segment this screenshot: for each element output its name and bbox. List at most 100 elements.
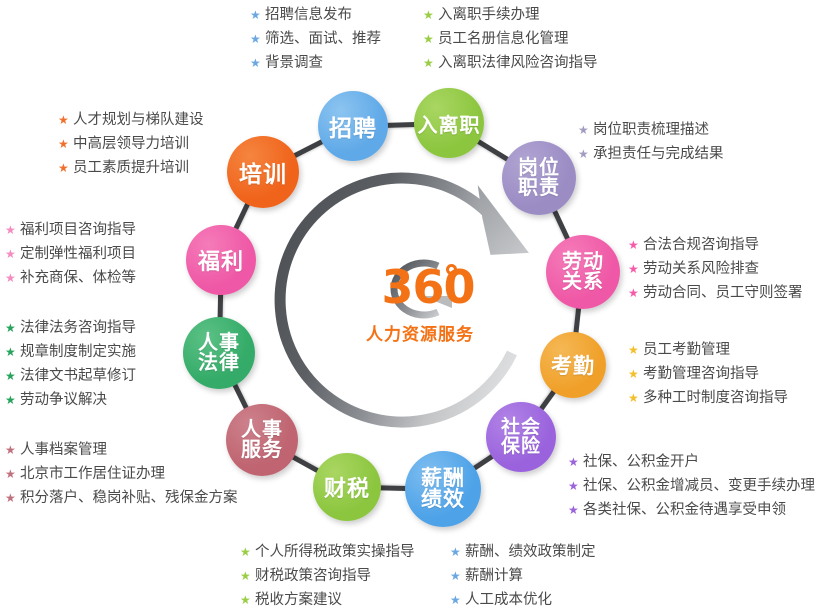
callout-item: ★各类社保、公积金待遇享受申领: [568, 500, 815, 521]
callout-item-label: 劳动争议解决: [20, 392, 107, 408]
callout-item: ★定制弹性福利项目: [5, 244, 136, 265]
callout-item: ★法律文书起草修订: [5, 366, 136, 387]
star-icon: ★: [628, 343, 639, 357]
node-label-line: 培训: [239, 161, 287, 187]
callout-item: ★薪酬计算: [450, 566, 596, 587]
callout-item: ★ 筛选、面试、推荐: [250, 29, 381, 50]
callout-item-label: 社保、公积金增减员、变更手续办理: [583, 478, 815, 494]
node-label-line: 考勤: [551, 355, 595, 378]
star-icon: ★: [628, 286, 639, 300]
callout-peixun-list: ★人才规划与梯队建设★中高层领导力培训★员工素质提升培训: [58, 110, 204, 182]
node-label-line: 财税: [323, 476, 370, 501]
callout-item: ★积分落户、稳岗补贴、残保金方案: [5, 488, 238, 509]
node-fuli[interactable]: 福利: [186, 225, 256, 295]
callout-item: ★ 劳动合同、员工守则签署: [628, 283, 803, 304]
callout-item-label: 补充商保、体检等: [20, 270, 136, 286]
star-icon: ★: [250, 56, 261, 70]
callout-item-label: 薪酬、绩效政策制定: [465, 544, 596, 560]
node-label-caishui: 财税: [324, 471, 370, 503]
callout-item-label: 人才规划与梯队建设: [73, 112, 204, 128]
node-label-line: 人事: [198, 331, 240, 354]
node-caishui[interactable]: 财税: [313, 453, 381, 521]
callout-item: ★ 员工考勤管理: [628, 340, 788, 361]
node-label-laodong: 劳动关系: [562, 250, 604, 292]
node-renshifuwu[interactable]: 人事服务: [226, 404, 298, 476]
callout-item: ★人事档案管理: [5, 440, 238, 461]
callout-item-label: 岗位职责梳理描述: [593, 122, 709, 138]
callout-shehui-list: ★社保、公积金开户★社保、公积金增减员、变更手续办理★各类社保、公积金待遇享受申…: [568, 452, 815, 524]
callout-item: ★规章制度制定实施: [5, 342, 136, 363]
logo-360-mark: 360: [330, 252, 510, 322]
node-laodong[interactable]: 劳动关系: [546, 235, 620, 309]
callout-item-label: 法律法务咨询指导: [20, 320, 136, 336]
callout-item-label: 定制弹性福利项目: [20, 246, 136, 262]
star-icon: ★: [568, 479, 579, 493]
star-icon: ★: [250, 32, 261, 46]
node-label-line: 服务: [241, 439, 283, 461]
logo-c-arc-icon: [390, 259, 452, 319]
callout-item-label: 筛选、面试、推荐: [265, 31, 381, 47]
star-icon: ★: [450, 545, 461, 559]
callout-item-label: 社保、公积金开户: [583, 454, 699, 470]
callout-item: ★入离职法律风险咨询指导: [423, 53, 598, 74]
callout-item-label: 中高层领导力培训: [73, 136, 189, 152]
callout-item: ★ 北京市工作居住证办理: [5, 464, 238, 485]
star-icon: ★: [58, 161, 69, 175]
callout-rulizhi-list: ★入离职手续办理★员工名册信息化管理★入离职法律风险咨询指导: [423, 5, 598, 77]
star-icon: ★: [5, 467, 16, 481]
node-peixun[interactable]: 培训: [227, 136, 299, 208]
callout-item: ★劳动争议解决: [5, 390, 136, 411]
star-icon: ★: [578, 147, 589, 161]
callout-item-label: 多种工时制度咨询指导: [643, 390, 788, 406]
callout-item: ★ 法律法务咨询指导: [5, 318, 136, 339]
star-icon: ★: [5, 271, 16, 285]
node-label-line: 社会: [500, 416, 541, 438]
callout-item: ★财税政策咨询指导: [240, 566, 415, 587]
node-label-zhaopin: 招聘: [329, 109, 377, 143]
node-label-kaoqin: 考勤: [551, 350, 595, 380]
star-icon: ★: [250, 8, 261, 22]
callout-falv-list: ★ 法律法务咨询指导 ★规章制度制定实施 ★法律文书起草修订 ★劳动争议解决: [5, 318, 136, 414]
star-icon: ★: [628, 367, 639, 381]
node-label-line: 法律: [198, 352, 240, 374]
star-icon: ★: [5, 491, 16, 505]
callout-item-label: 员工考勤管理: [643, 342, 730, 358]
node-label-renshifalv: 人事法律: [198, 331, 240, 374]
callout-item-label: 招聘信息发布: [265, 7, 352, 23]
callout-caishui-list: ★个人所得税政策实操指导★财税政策咨询指导★税收方案建议: [240, 542, 415, 614]
star-icon: ★: [240, 593, 251, 607]
node-xinchou[interactable]: 薪酬绩效: [405, 451, 481, 527]
callout-item-label: 北京市工作居住证办理: [20, 466, 165, 482]
node-kaoqin[interactable]: 考勤: [540, 332, 606, 398]
callout-item-label: 个人所得税政策实操指导: [255, 544, 415, 560]
node-label-shehui: 社会保险: [500, 416, 541, 456]
star-icon: ★: [5, 223, 16, 237]
callout-item-label: 员工素质提升培训: [73, 160, 189, 176]
star-icon: ★: [450, 593, 461, 607]
star-icon: ★: [423, 56, 434, 70]
star-icon: ★: [628, 238, 639, 252]
node-rulizhi[interactable]: 入离职: [414, 88, 484, 158]
callout-item-label: 福利项目咨询指导: [20, 222, 136, 238]
callout-item-label: 劳动关系风险排查: [643, 261, 759, 277]
node-gangwei[interactable]: 岗位职责: [502, 141, 576, 215]
node-label-line: 劳动: [562, 250, 604, 273]
node-zhaopin[interactable]: 招聘: [318, 91, 388, 161]
star-icon: ★: [58, 113, 69, 127]
callout-item-label: 劳动合同、员工守则签署: [643, 285, 803, 301]
star-icon: ★: [628, 262, 639, 276]
star-icon: ★: [240, 569, 251, 583]
node-renshifalv[interactable]: 人事法律: [183, 317, 255, 389]
callout-renshifuwu-list: ★人事档案管理★北京市工作居住证办理★积分落户、稳岗补贴、残保金方案: [5, 440, 238, 512]
callout-item-label: 人事档案管理: [20, 442, 107, 458]
callout-gangwei-list: ★ 岗位职责梳理描述 ★承担责任与完成结果: [578, 120, 724, 168]
callout-item-label: 规章制度制定实施: [20, 344, 136, 360]
callout-item: ★ 劳动关系风险排查: [628, 259, 803, 280]
callout-item-label: 员工名册信息化管理: [438, 31, 569, 47]
callout-item: ★个人所得税政策实操指导: [240, 542, 415, 563]
callout-item: ★承担责任与完成结果: [578, 144, 724, 165]
node-shehui[interactable]: 社会保险: [486, 402, 556, 472]
node-label-gangwei: 岗位职责: [518, 157, 560, 198]
star-icon: ★: [5, 321, 16, 335]
